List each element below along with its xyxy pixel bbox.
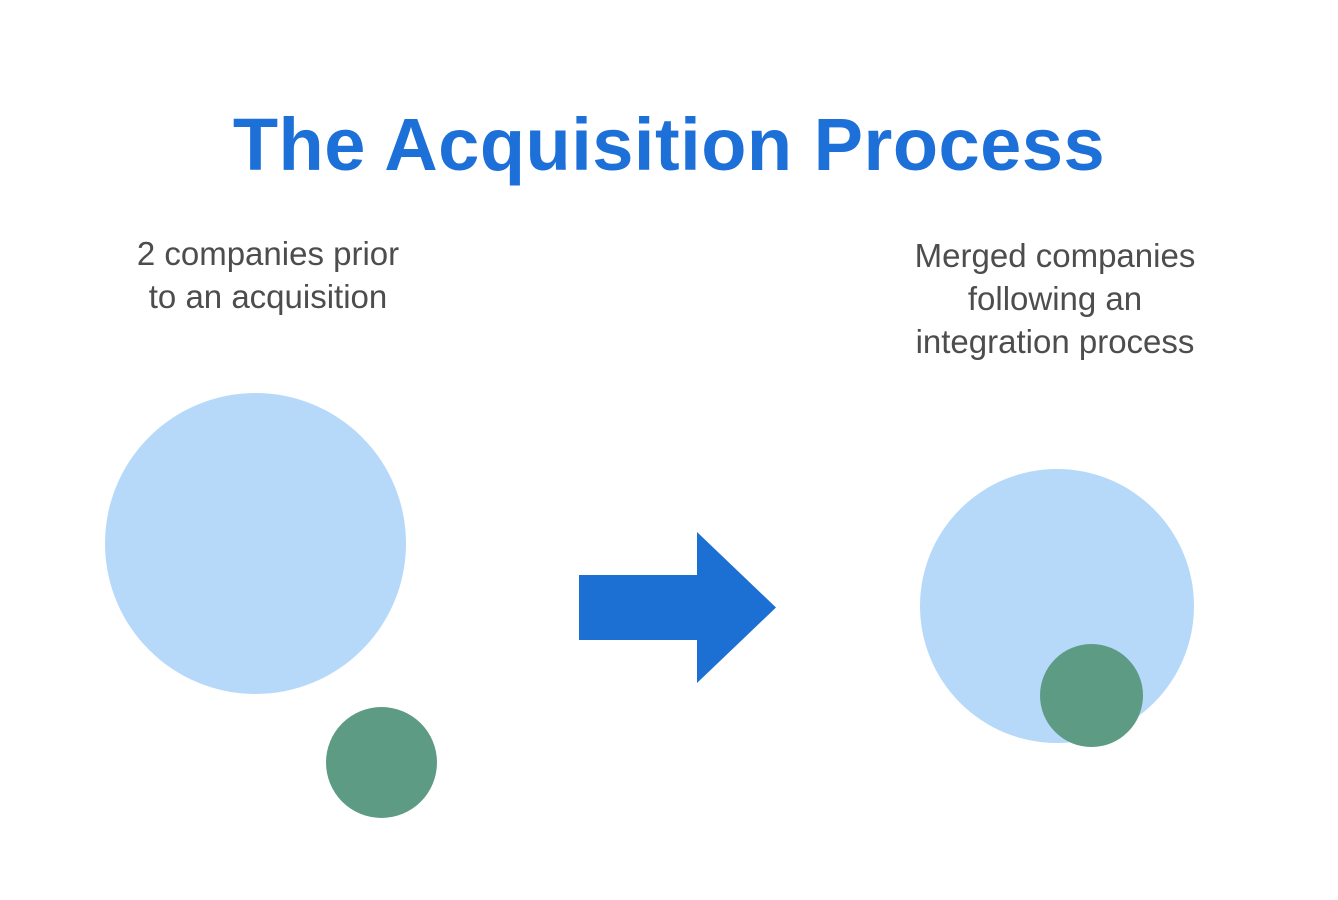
right-arrow-shape [579,532,776,683]
caption-line: Merged companies [914,237,1196,274]
small-company-circle-before [326,707,437,818]
caption-line: to an acquisition [148,278,388,315]
merged-company-circle-small [1040,644,1143,747]
after-integration-caption: Merged companies following an integratio… [845,234,1265,363]
before-acquisition-caption: 2 companies prior to an acquisition [58,232,478,318]
caption-line: 2 companies prior [136,235,400,272]
large-company-circle-before [105,393,406,694]
right-arrow-icon [579,532,776,683]
page-title: The Acquisition Process [232,102,1106,186]
caption-line: following an [967,280,1143,317]
caption-line: integration process [915,323,1195,360]
